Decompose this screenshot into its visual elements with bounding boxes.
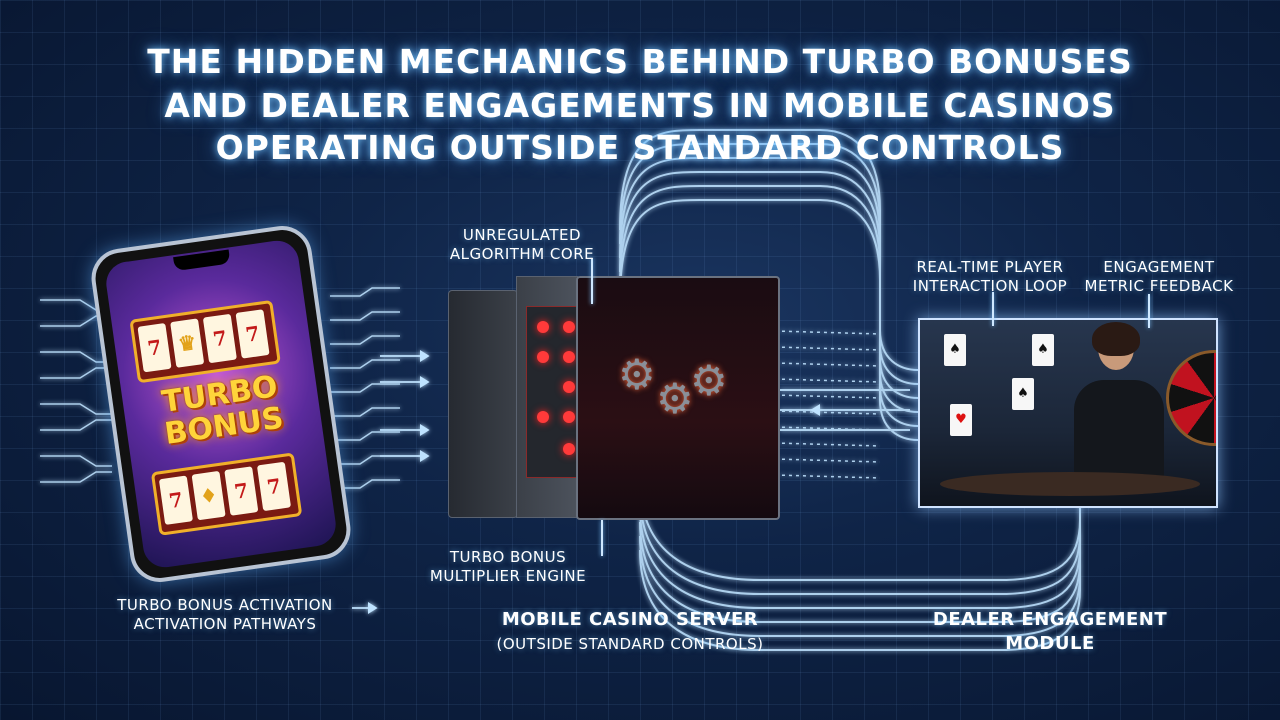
casino-table bbox=[940, 472, 1200, 496]
dealer-hair bbox=[1092, 322, 1140, 356]
circuit-node bbox=[537, 321, 549, 333]
feedback-loop-wire bbox=[639, 504, 1081, 637]
leader-line bbox=[591, 258, 593, 304]
circuit-trace bbox=[40, 455, 112, 467]
label-text: TURBO BONUS MULTIPLIER ENGINE bbox=[429, 548, 587, 585]
playing-card: ♠ bbox=[1012, 378, 1034, 410]
playing-card: ♥ bbox=[950, 404, 972, 436]
feedback-loop-wire bbox=[639, 493, 1081, 595]
arrow-icon bbox=[368, 602, 378, 614]
phone-screen: 7 ♛ 7 7 TURBO BONUS 7 ♦ 7 7 bbox=[103, 237, 339, 571]
casino-server: ⚙ ⚙ ⚙ bbox=[448, 276, 780, 530]
reel-symbol: 7 bbox=[137, 322, 172, 373]
circuit-trace bbox=[330, 431, 400, 441]
label-dealer-module: DEALER ENGAGEMENT MODULE bbox=[920, 608, 1180, 656]
label-text-line-1: ENGAGEMENT bbox=[1103, 258, 1215, 276]
reel-symbol: 7 bbox=[202, 313, 237, 364]
circuit-node bbox=[563, 443, 575, 455]
interaction-loop-wire bbox=[619, 199, 919, 371]
circuit-trace bbox=[40, 367, 112, 379]
feedback-loop-wire bbox=[639, 504, 1081, 609]
gear-icon: ⚙ bbox=[690, 356, 728, 405]
dealer-body bbox=[1074, 380, 1164, 490]
label-realtime-loop: REAL-TIME PLAYER INTERACTION LOOP bbox=[890, 258, 1090, 296]
circuit-node bbox=[563, 321, 575, 333]
feedback-loop-wire bbox=[639, 504, 1081, 651]
label-text-line-2: METRIC FEEDBACK bbox=[1084, 277, 1234, 295]
label-text-line-1: REAL-TIME PLAYER bbox=[916, 258, 1064, 276]
label-activation-pathways: TURBO BONUS ACTIVATION ACTIVATION PATHWA… bbox=[100, 596, 350, 634]
circuit-trace bbox=[330, 335, 400, 345]
server-core-chamber: ⚙ ⚙ ⚙ bbox=[576, 276, 780, 520]
label-text-line-2: (OUTSIDE STANDARD CONTROLS) bbox=[496, 635, 764, 653]
label-text-line-2: ACTIVATION PATHWAYS bbox=[133, 615, 317, 633]
smartphone: 7 ♛ 7 7 TURBO BONUS 7 ♦ 7 7 bbox=[87, 222, 355, 586]
circuit-trace bbox=[40, 471, 112, 483]
gear-icon: ⚙ bbox=[656, 374, 694, 423]
circuit-node bbox=[537, 351, 549, 363]
title-line-1: THE HIDDEN MECHANICS BEHIND TURBO BONUSE… bbox=[147, 42, 1133, 81]
reel-symbol: 7 bbox=[158, 475, 194, 525]
feedback-loop-wire bbox=[639, 479, 1081, 581]
interaction-loop-wire bbox=[619, 157, 919, 413]
circuit-trace bbox=[330, 407, 400, 417]
arrow-icon bbox=[810, 404, 820, 416]
leader-line bbox=[601, 520, 603, 556]
title-line-2: AND DEALER ENGAGEMENTS IN MOBILE CASINOS bbox=[164, 86, 1116, 125]
arrow-icon bbox=[420, 350, 430, 362]
circuit-trace bbox=[330, 359, 400, 369]
arrow-icon bbox=[420, 376, 430, 388]
slot-reels-bottom: 7 ♦ 7 7 bbox=[150, 452, 303, 536]
interaction-loop-wire bbox=[619, 143, 919, 427]
circuit-trace bbox=[330, 287, 400, 297]
label-text-line-2: MODULE bbox=[1005, 633, 1095, 654]
circuit-node bbox=[537, 411, 549, 423]
server-front-panel bbox=[448, 290, 518, 518]
interaction-loop-wire bbox=[619, 185, 919, 385]
circuit-node bbox=[563, 381, 575, 393]
label-text: UNREGULATED ALGORITHM CORE bbox=[449, 226, 595, 263]
label-text-line-1: DEALER ENGAGEMENT bbox=[932, 609, 1168, 630]
playing-card: ♠ bbox=[1032, 334, 1054, 366]
phone-notch bbox=[173, 249, 231, 272]
label-turbo-engine: TURBO BONUS MULTIPLIER ENGINE bbox=[408, 548, 608, 586]
arrow-icon bbox=[420, 450, 430, 462]
title-line-3: OPERATING OUTSIDE STANDARD CONTROLS bbox=[215, 128, 1065, 167]
circuit-trace bbox=[40, 403, 112, 415]
roulette-wheel bbox=[1166, 350, 1216, 446]
arrow-icon bbox=[420, 424, 430, 436]
gear-icon: ⚙ bbox=[618, 350, 656, 399]
interaction-loop-wire bbox=[619, 171, 919, 399]
leader-line bbox=[992, 292, 994, 326]
label-text-line-1: TURBO BONUS ACTIVATION bbox=[117, 596, 333, 614]
leader-line bbox=[1148, 294, 1150, 328]
reel-symbol: ♦ bbox=[191, 470, 226, 521]
reel-symbol: 7 bbox=[235, 309, 270, 359]
label-metric-feedback: ENGAGEMENT METRIC FEEDBACK bbox=[1074, 258, 1244, 296]
circuit-trace bbox=[330, 311, 400, 321]
reel-symbol: ♛ bbox=[170, 318, 205, 368]
reel-symbol: 7 bbox=[256, 461, 292, 512]
feedback-loop-wire bbox=[639, 504, 1081, 623]
label-text-line-1: MOBILE CASINO SERVER bbox=[501, 609, 759, 630]
dealer-video-panel: ♠ ♠ ♠ ♥ bbox=[918, 318, 1218, 508]
interaction-loop-wire bbox=[619, 129, 919, 441]
reel-symbol: 7 bbox=[224, 466, 259, 516]
label-text-line-2: INTERACTION LOOP bbox=[912, 277, 1068, 295]
circuit-trace bbox=[330, 383, 400, 393]
circuit-trace bbox=[40, 419, 112, 431]
circuit-node bbox=[563, 411, 575, 423]
playing-card: ♠ bbox=[944, 334, 966, 366]
label-unregulated-core: UNREGULATED ALGORITHM CORE bbox=[412, 226, 632, 264]
circuit-node bbox=[563, 351, 575, 363]
label-mobile-casino-server: MOBILE CASINO SERVER (OUTSIDE STANDARD C… bbox=[480, 608, 780, 656]
